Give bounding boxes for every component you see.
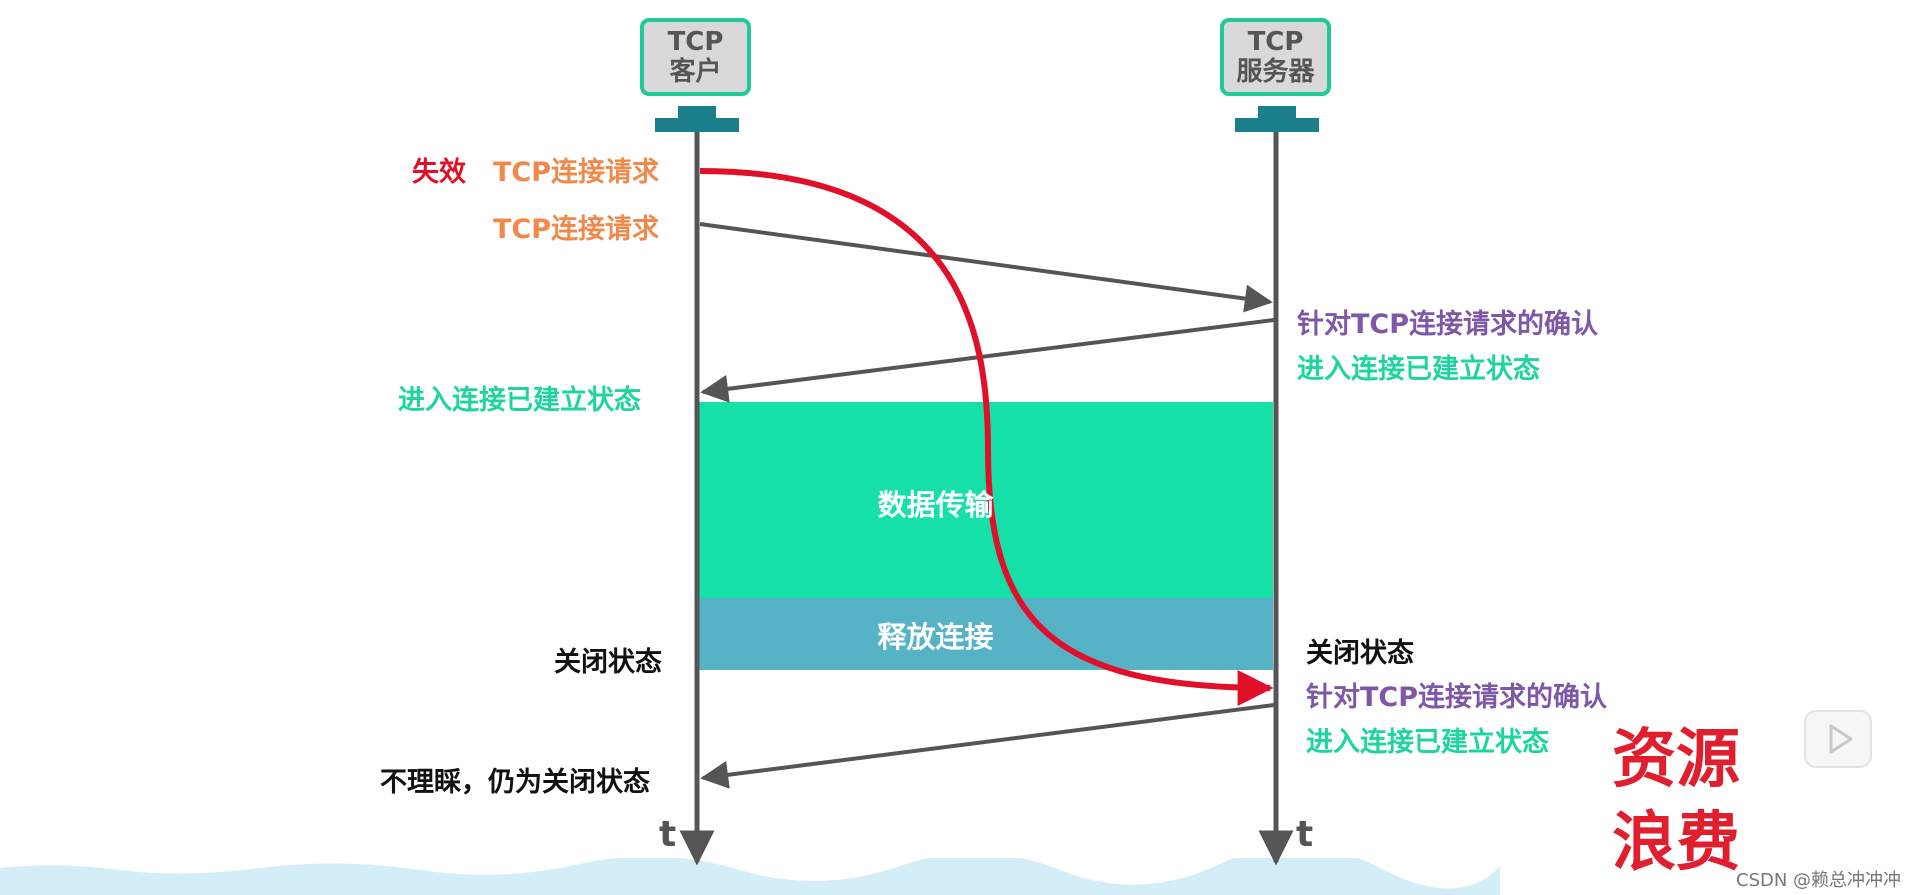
server-closed-label: 关闭状态 (1306, 638, 1414, 669)
client-node-base (655, 118, 739, 132)
server-time-axis-label: t (1296, 814, 1314, 855)
invalid-tag: 失效 (412, 157, 466, 188)
client-time-axis-label: t (659, 814, 677, 855)
client-established-label: 进入连接已建立状态 (398, 385, 641, 416)
data-transfer-area: 数据传输 (698, 402, 1273, 598)
ack-arrow-1 (700, 318, 1275, 403)
ack-arrow-2 (700, 703, 1275, 789)
server-established-label-1: 进入连接已建立状态 (1297, 354, 1540, 385)
stale-request-curve (699, 168, 1274, 706)
request-label: TCP连接请求 (493, 214, 660, 245)
server-node: TCP 服务器 (1220, 18, 1331, 96)
server-node-base (1235, 118, 1319, 132)
waste-annotation-line1: 资源 (1612, 723, 1740, 797)
server-established-label-2: 进入连接已建立状态 (1306, 727, 1549, 758)
stale-request-label: TCP连接请求 (493, 157, 660, 188)
client-node: TCP 客户 (640, 18, 751, 96)
client-node-base-stem (678, 106, 716, 118)
client-closed-label: 关闭状态 (554, 647, 662, 678)
release-area: 释放连接 (698, 598, 1273, 670)
watermark: CSDN @赖总冲冲冲 (1736, 870, 1902, 891)
server-ack-label-2: 针对TCP连接请求的确认 (1306, 682, 1608, 713)
play-icon (1829, 724, 1853, 754)
server-node-line1: TCP (1247, 27, 1304, 57)
server-node-line2: 服务器 (1236, 57, 1315, 87)
waste-annotation-line2: 浪费 (1612, 806, 1740, 880)
client-ignore-label: 不理睬，仍为关闭状态 (380, 767, 650, 798)
client-node-line1: TCP (667, 27, 724, 57)
release-block (698, 598, 1273, 670)
release-label: 释放连接 (877, 620, 994, 654)
request-arrow (699, 222, 1273, 313)
water-decoration (0, 858, 1500, 895)
server-node-base-stem (1258, 106, 1296, 118)
play-button[interactable] (1804, 710, 1872, 768)
server-ack-label-1: 针对TCP连接请求的确认 (1297, 309, 1599, 340)
data-transfer-label: 数据传输 (877, 488, 994, 522)
client-node-line2: 客户 (669, 57, 722, 87)
